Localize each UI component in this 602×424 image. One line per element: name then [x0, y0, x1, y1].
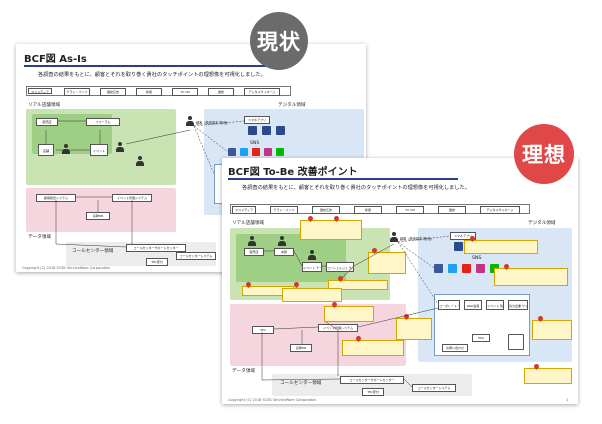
tobe-staff-icon-2 [278, 236, 286, 246]
tobe-improvement-note-3 [328, 280, 388, 290]
tobe-callcenter-2: TEL受付 [362, 388, 384, 396]
tobe-media-2: 新聞 [354, 206, 382, 214]
tobe-real-store-label: リアル店舗領域 [232, 221, 265, 226]
asis-customer-icon [186, 116, 194, 126]
tobe-improvement-note-11 [396, 318, 432, 340]
asis-mass-media-label: マスメディア [28, 88, 52, 94]
asis-connector-lines [45, 120, 245, 248]
asis-callcenter-1: コールセンターシステム [176, 252, 216, 260]
asis-store-0: 販売店 [36, 118, 58, 126]
tobe-page-number: 1 [566, 398, 569, 402]
asis-media-0: チラシ・パンフ [64, 88, 90, 96]
tobe-improvement-note-12 [524, 368, 572, 384]
asis-staff-icon-2 [116, 142, 124, 152]
tobe-web-3: 協力企業 サイト [508, 300, 528, 310]
tobe-web-4: FAQ [472, 334, 490, 342]
tobe-media-3: TV CM [396, 206, 424, 214]
asis-store-2: 店舗 [38, 144, 54, 156]
tobe-store-3: コンシェルジュ サービス [326, 262, 354, 272]
asis-staff-icon-3 [136, 156, 144, 166]
tobe-slide: BCF図 To-Be 改善ポイント 各調査の結果をもとに、顧客とそれを取り巻く貴… [222, 158, 578, 404]
asis-customer-label: 顧客（検索端末 等/他） [196, 121, 230, 125]
tobe-description: 各調査の結果をもとに、顧客とそれを取り巻く貴社のタッチポイントの理想像を可視化し… [242, 185, 470, 191]
tobe-staff-icon-1 [248, 236, 256, 246]
asis-callcenter-2: TEL受付 [146, 258, 168, 266]
asis-smartphone-label: スマホアプリ [244, 116, 270, 124]
asis-store-1: フォーラム [86, 118, 120, 126]
tobe-chat-icon [508, 334, 524, 350]
tobe-callcenter-label: コールセンター領域 [280, 381, 322, 386]
tobe-improvement-note-7 [282, 288, 342, 302]
tobe-customer-icon [390, 232, 398, 242]
current-state-badge: 現状 [250, 12, 308, 70]
tobe-sns-label: SNS [472, 256, 482, 261]
asis-instagram-icon [264, 148, 272, 156]
asis-media-2: 新聞 [136, 88, 162, 96]
tobe-smartphone-label: スマホアプリ [450, 232, 476, 240]
tobe-youtube-icon [462, 264, 471, 273]
asis-youtube-icon [252, 148, 260, 156]
tobe-twitter-icon [448, 264, 457, 273]
asis-data-label: データ領域 [28, 235, 51, 240]
tobe-web-2: イベント 情報 [486, 300, 504, 310]
asis-line-icon [276, 148, 284, 156]
asis-real-store-label: リアル店舗領域 [28, 103, 61, 108]
asis-media-3: TV CM [172, 88, 198, 96]
asis-store-3: イベント [90, 144, 108, 156]
tobe-title: BCF図 To-Be 改善ポイント [228, 167, 358, 178]
tobe-improvement-note-4 [324, 306, 374, 322]
asis-media-4: 雑誌 [208, 88, 234, 96]
tobe-improvement-note-9 [494, 268, 568, 286]
tobe-system-0: SFA [252, 326, 274, 334]
asis-title-rule [24, 65, 274, 67]
tobe-improvement-note-8 [464, 240, 538, 254]
asis-app-icon-2 [262, 126, 271, 135]
tobe-data-label: データ領域 [232, 369, 255, 374]
asis-description: 各調査の結果をもとに、顧客とそれを取り巻く貴社のタッチポイントの理想像を可視化し… [38, 72, 266, 78]
asis-facebook-icon [228, 148, 236, 156]
asis-digital-label: デジタル領域 [278, 103, 306, 108]
asis-footer: Copyright (C) 2018 SCSK ServiceWare Corp… [22, 266, 111, 270]
ideal-state-badge: 理想 [514, 124, 574, 184]
tobe-store-1: 本部 [274, 248, 294, 256]
tobe-system-2: 基幹DB [290, 344, 312, 352]
tobe-web-1: Web会員 [464, 300, 482, 310]
asis-callcenter-0: コールセンターサポートセンター [126, 244, 186, 252]
asis-twitter-icon [240, 148, 248, 156]
tobe-improvement-note-10 [532, 320, 572, 340]
tobe-title-rule [228, 178, 458, 180]
asis-app-icon-1 [248, 126, 257, 135]
tobe-media-1: 雑誌広告 [312, 206, 340, 214]
tobe-staff-icon-3 [308, 250, 316, 260]
asis-staff-icon-1 [62, 144, 70, 154]
tobe-store-2: イベント チーム [302, 262, 322, 272]
tobe-footer: Copyright (C) 2018 SCSK ServiceWare Corp… [228, 398, 317, 402]
asis-app-icon-3 [276, 126, 285, 135]
tobe-media-4: 雑誌 [438, 206, 466, 214]
tobe-app-icon-1 [454, 242, 463, 251]
tobe-mass-media-label: マスメディア [232, 206, 256, 214]
tobe-web-5: お問い合わせ [442, 344, 468, 352]
tobe-instagram-icon [476, 264, 485, 273]
asis-title: BCF図 As-Is [24, 54, 87, 65]
asis-system-2: 基幹DB [86, 212, 110, 220]
tobe-media-5: デジタルサイネージ [480, 206, 520, 214]
tobe-store-0: 販売店 [244, 248, 264, 256]
asis-media-1: 雑誌広告 [100, 88, 126, 96]
tobe-web-0: コーポレート サイト [438, 300, 460, 310]
tobe-callcenter-0: コールセンターサポートセンター [340, 376, 404, 384]
tobe-media-0: チラシ・パンフ [270, 206, 298, 214]
asis-sns-label: SNS [250, 141, 260, 146]
tobe-improvement-note-5 [342, 340, 404, 356]
tobe-digital-label: デジタル領域 [528, 221, 556, 226]
tobe-connector-lines [261, 235, 451, 388]
asis-media-5: デジタルサイネージ [244, 88, 280, 96]
tobe-facebook-icon [434, 264, 443, 273]
tobe-customer-label: 顧客（検索端末 等/他） [400, 237, 434, 241]
tobe-improvement-note-2 [368, 252, 406, 274]
asis-callcenter-label: コールセンター領域 [72, 249, 114, 254]
tobe-callcenter-1: コールセンターシステム [412, 384, 456, 392]
tobe-improvement-note-1 [300, 220, 362, 240]
